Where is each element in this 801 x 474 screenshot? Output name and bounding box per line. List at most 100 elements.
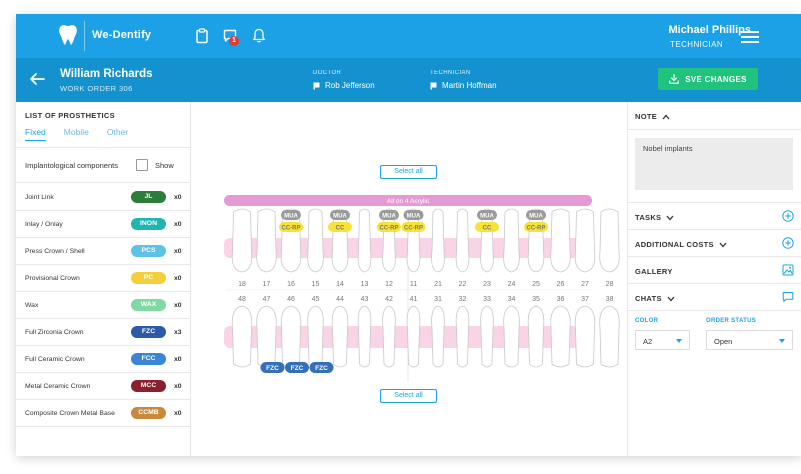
cc-marker	[401, 222, 426, 232]
prosthetic-quantity: x0	[174, 356, 182, 363]
prosthetic-code-badge[interactable]: INON	[131, 218, 166, 230]
tab-mobile[interactable]: Mobile	[63, 127, 89, 137]
mua-marker	[281, 210, 301, 220]
cc-label: CC-RP	[527, 226, 546, 232]
upper-tooth	[431, 208, 445, 273]
lower-tooth-number: 37	[581, 296, 589, 303]
upper-tooth	[550, 208, 571, 273]
lower-tooth	[231, 305, 253, 368]
menu-icon[interactable]	[741, 31, 759, 43]
lower-tooth-number: 34	[508, 296, 516, 303]
lower-tooth-number: 45	[312, 296, 320, 303]
tab-fixed[interactable]: Fixed	[25, 127, 46, 141]
prosthetic-code-badge[interactable]: FZC	[131, 326, 166, 338]
lower-tooth	[256, 305, 277, 368]
tab-other[interactable]: Other	[106, 127, 129, 137]
upper-tooth	[574, 208, 596, 273]
image-icon[interactable]	[782, 264, 794, 276]
upper-tooth-number: 26	[557, 281, 565, 288]
gallery-section-header[interactable]: GALLERY	[628, 257, 801, 284]
color-label: COLOR	[635, 318, 659, 324]
chevron-down-icon	[667, 296, 675, 301]
chat-icon[interactable]	[782, 291, 794, 303]
note-bottom-divider	[628, 202, 801, 203]
clipboard-icon[interactable]	[195, 28, 209, 44]
lower-tooth	[382, 305, 396, 368]
bell-icon[interactable]	[252, 28, 266, 44]
upper-tooth	[231, 208, 253, 273]
prosthetic-quantity: x3	[174, 329, 182, 336]
select-all-upper-button[interactable]: Select all	[380, 165, 437, 179]
lower-tooth-number: 42	[385, 296, 393, 303]
lower-tooth-number: 46	[287, 296, 295, 303]
upper-tooth-number: 25	[532, 281, 540, 288]
work-order-header: William Richards WORK ORDER 306 DOCTOR R…	[16, 58, 801, 102]
brand-divider	[84, 21, 85, 51]
prosthetic-code-badge[interactable]: FCC	[131, 353, 166, 365]
cc-label: CC-RP	[282, 226, 301, 232]
user-role: TECHNICIAN	[670, 40, 723, 49]
mua-label: MUA	[382, 214, 396, 220]
add-task-icon[interactable]	[782, 210, 794, 222]
prosthetic-name: Wax	[25, 302, 39, 309]
prosthetic-code-badge[interactable]: PCS	[131, 245, 166, 257]
implant-components-row: Implantological components Show	[16, 148, 191, 183]
lower-tooth	[331, 305, 349, 368]
order-status-select[interactable]: Open	[706, 330, 793, 350]
work-order-number: WORK ORDER 306	[60, 84, 133, 93]
tasks-section-header[interactable]: TASKS	[628, 203, 801, 230]
cc-label: CC	[336, 226, 345, 232]
chevron-down-icon	[719, 242, 727, 247]
cc-label: CC-RP	[380, 226, 399, 232]
select-all-lower-button[interactable]: Select all	[380, 389, 437, 403]
lower-tooth	[503, 305, 520, 368]
prosthetic-row[interactable]: Composite Crown Metal Base CCMB x0	[16, 400, 191, 427]
cc-marker	[475, 222, 499, 232]
show-checkbox[interactable]	[136, 159, 148, 171]
lower-tooth-number: 35	[532, 296, 540, 303]
chats-section-header[interactable]: CHATS	[628, 284, 801, 311]
prosthetic-quantity: x0	[174, 410, 182, 417]
upper-tooth-number: 22	[459, 281, 467, 288]
prosthetic-code-badge[interactable]: PC	[131, 272, 166, 284]
upper-tooth	[307, 208, 324, 273]
chat-bubble-icon[interactable]	[223, 28, 237, 44]
prosthetic-code-badge[interactable]: WAX	[131, 299, 166, 311]
prosthetic-code-badge[interactable]: CCMB	[131, 407, 166, 419]
upper-tooth	[357, 208, 372, 273]
prosthetic-name: Press Crown / Shell	[25, 248, 85, 255]
mua-marker	[477, 210, 497, 220]
lower-tooth	[406, 305, 421, 368]
costs-section-header[interactable]: ADDITIONAL COSTS	[628, 230, 801, 257]
costs-title: ADDITIONAL COSTS	[635, 240, 714, 249]
upper-tooth-number: 14	[336, 281, 344, 288]
prosthetic-code-badge[interactable]: JL	[131, 191, 166, 203]
save-changes-button[interactable]: SVE CHANGES	[658, 68, 758, 90]
add-cost-icon[interactable]	[782, 237, 794, 249]
upper-tooth-number: 18	[238, 281, 246, 288]
note-text-area[interactable]: Nobel implants	[635, 138, 793, 190]
prosthetic-code-badge[interactable]: MCC	[131, 380, 166, 392]
flag-icon	[313, 82, 320, 89]
details-panel: NOTE Nobel implants TASKS ADDITIONAL COS…	[627, 102, 801, 456]
prosthetic-name: Composite Crown Metal Base	[25, 410, 115, 417]
lower-tooth	[280, 305, 302, 368]
back-arrow-icon[interactable]	[28, 70, 46, 88]
lower-tooth	[527, 305, 545, 368]
prosthetic-quantity: x0	[174, 383, 182, 390]
note-divider	[628, 129, 801, 130]
technician-name: Martin Hoffman	[442, 81, 497, 90]
color-select[interactable]: A2	[635, 330, 690, 350]
note-section-header[interactable]: NOTE	[628, 102, 801, 129]
mua-label: MUA	[480, 214, 494, 220]
cc-marker	[279, 222, 303, 232]
mua-marker	[330, 210, 350, 220]
